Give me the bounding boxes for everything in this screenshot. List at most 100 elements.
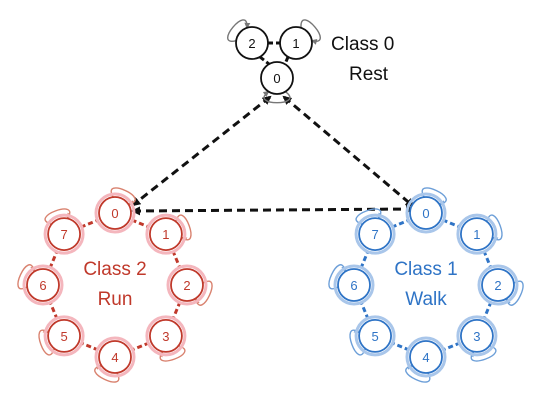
walk-link-0-1 [442,218,461,229]
walk-state-5-label: 5 [371,329,378,344]
class-walk-cluster: 0 1 2 3 4 5 6 7 [328,187,524,383]
walk-state-4-label: 4 [422,350,429,365]
rest-link-2-0 [259,55,270,66]
walk-self-loop-6 [328,264,348,290]
walk-state-0: 0 [405,192,447,234]
run-state-4-circle [98,340,132,374]
walk-self-loop-2 [504,280,524,306]
run-state-5-circle [47,319,81,353]
walk-state-7: 7 [354,213,396,255]
walk-self-loop-7 [355,208,384,225]
class-run-name: Run [98,289,133,310]
walk-state-2-halo [477,264,519,306]
run-state-7-circle [47,217,81,251]
class-transitions [131,95,415,216]
run-link-0-1 [131,218,150,229]
rest-state-1-label: 1 [292,36,299,51]
walk-state-7-label: 7 [371,227,378,242]
run-state-2-label: 2 [183,278,190,293]
walk-self-loop-0 [421,187,447,207]
rest-state-2-circle [235,26,269,60]
walk-state-5-halo [354,315,396,357]
run-state-3-circle [149,319,183,353]
run-self-loop-1 [175,214,192,243]
rest-state-2: 2 [235,26,269,60]
run-state-3: 3 [145,315,187,357]
run-state-6-circle [26,268,60,302]
transition-rest-run [131,95,272,207]
class-rest-title: Class 0 [331,34,394,55]
run-state-5-label: 5 [60,329,67,344]
walk-state-3-circle [460,319,494,353]
walk-state-0-halo [405,192,447,234]
run-state-1-label: 1 [162,227,169,242]
rest-self-loop-2 [227,19,251,42]
run-state-5-halo [43,315,85,357]
walk-link-6-7 [359,250,370,269]
run-state-0: 0 [94,192,136,234]
run-state-7: 7 [43,213,85,255]
rest-state-2-label: 2 [248,36,255,51]
walk-state-2-circle [481,268,515,302]
walk-self-loop-4 [405,363,431,383]
run-self-loop-3 [157,345,186,362]
run-state-4: 4 [94,336,136,378]
walk-link-1-2 [482,250,493,269]
class-rest-name: Rest [349,64,389,85]
run-state-6-halo [22,264,64,306]
walk-state-1: 1 [456,213,498,255]
run-state-0-label: 0 [111,206,118,221]
rest-state-1-circle [279,26,313,60]
walk-state-2-label: 2 [494,278,501,293]
walk-link-5-6 [359,301,370,320]
run-state-1-circle [149,217,183,251]
run-state-2-circle [170,268,204,302]
rest-link-1-0 [283,56,290,65]
rest-self-loop-0 [262,91,291,104]
walk-state-0-circle [409,196,443,230]
class-rest-cluster: 0 1 2 [227,19,321,104]
walk-state-3-label: 3 [473,329,480,344]
class-run-cluster: 0 1 2 3 4 5 6 7 [17,187,213,383]
walk-state-5-circle [358,319,392,353]
walk-self-loop-3 [468,345,497,362]
walk-self-loop-5 [349,327,366,356]
run-link-6-7 [48,250,59,269]
run-self-loop-4 [94,363,120,383]
run-self-loop-0 [110,187,136,207]
walk-state-7-halo [354,213,396,255]
walk-link-7-0 [391,218,410,229]
rest-state-0: 0 [260,61,294,95]
run-state-2-halo [166,264,208,306]
transition-rest-walk [282,95,415,208]
run-state-4-halo [94,336,136,378]
run-state-4-label: 4 [111,350,118,365]
run-state-6: 6 [22,264,64,306]
walk-state-2: 2 [477,264,519,306]
walk-state-4-circle [409,340,443,374]
walk-state-1-halo [456,213,498,255]
run-state-6-label: 6 [39,278,46,293]
rest-state-0-label: 0 [273,71,280,86]
run-state-2: 2 [166,264,208,306]
run-state-3-halo [145,315,187,357]
run-state-0-halo [94,192,136,234]
class-walk-name: Walk [405,289,447,310]
walk-state-3: 3 [456,315,498,357]
walk-state-6-circle [337,268,371,302]
run-self-loop-5 [38,327,55,356]
walk-state-4: 4 [405,336,447,378]
walk-state-6-label: 6 [350,278,357,293]
run-link-7-0 [80,218,99,229]
class-walk-title: Class 1 [394,259,457,280]
walk-state-1-label: 1 [473,227,480,242]
run-link-4-5 [80,341,99,352]
walk-state-5: 5 [354,315,396,357]
run-link-5-6 [48,301,59,320]
walk-state-6-halo [333,264,375,306]
transition-run-walk [131,204,415,216]
walk-state-6: 6 [333,264,375,306]
walk-state-1-circle [460,217,494,251]
run-state-7-label: 7 [60,227,67,242]
